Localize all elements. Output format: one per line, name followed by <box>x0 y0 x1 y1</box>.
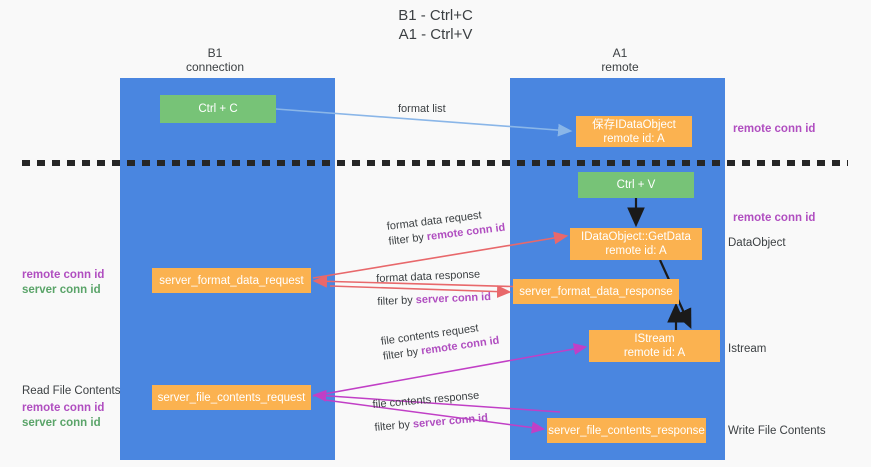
node-idataobject-getdata-line1: IDataObject::GetData <box>581 231 691 243</box>
label-server-conn-id-left2: server conn id <box>22 417 101 429</box>
node-ctrl-c[interactable]: Ctrl + C <box>160 95 276 123</box>
node-istream[interactable]: IStream remote id: A <box>589 330 720 362</box>
node-ctrl-v[interactable]: Ctrl + V <box>578 172 694 198</box>
column-header-b1: B1 connection <box>145 46 285 74</box>
node-ctrl-v-label: Ctrl + V <box>616 179 656 191</box>
label-conn-ids-file: remote conn id server conn id <box>22 401 118 431</box>
column-header-b1-role: connection <box>185 60 245 74</box>
label-dataobject: DataObject <box>728 237 786 249</box>
phase-divider <box>22 160 848 166</box>
label-read-file-contents: Read File Contents <box>22 385 121 397</box>
node-server-file-contents-response[interactable]: server_file_contents_response <box>547 418 706 443</box>
filter-prefix: filter by <box>387 231 428 248</box>
filter-prefix: filter by <box>374 418 414 434</box>
edge-label-format-data-response: format data response filter by server co… <box>376 267 491 310</box>
node-save-idataobject-line2: remote id: A <box>603 132 665 145</box>
node-istream-line2: remote id: A <box>623 347 686 359</box>
node-server-format-data-response-label: server_format_data_response <box>519 285 673 298</box>
label-conn-ids-format: remote conn id server conn id <box>22 268 118 298</box>
filter-prefix: filter by <box>382 345 423 363</box>
column-header-b1-name: B1 <box>207 46 223 60</box>
column-header-a1-role: remote <box>601 60 639 74</box>
edge-label-file-contents-response: file contents response filter by server … <box>372 388 489 436</box>
node-server-format-data-response[interactable]: server_format_data_response <box>513 279 679 304</box>
diagram-title: B1 - Ctrl+C A1 - Ctrl+V <box>0 6 871 44</box>
node-save-idataobject-line1: 保存IDataObject <box>592 118 676 131</box>
label-remote-conn-id-left: remote conn id <box>22 269 105 281</box>
node-server-file-contents-request-label: server_file_contents_request <box>157 391 306 404</box>
column-header-a1-name: A1 <box>612 46 628 60</box>
title-line-2: A1 - Ctrl+V <box>398 26 473 43</box>
node-server-file-contents-request[interactable]: server_file_contents_request <box>152 385 311 410</box>
title-line-1: B1 - Ctrl+C <box>398 7 473 24</box>
label-remote-conn-id-mid: remote conn id <box>733 212 816 224</box>
node-save-idataobject[interactable]: 保存IDataObject remote id: A <box>576 116 692 147</box>
label-remote-conn-id-left2: remote conn id <box>22 402 105 414</box>
node-idataobject-getdata-line2: remote id: A <box>605 245 667 257</box>
node-server-format-data-request[interactable]: server_format_data_request <box>152 268 311 293</box>
edge-label-format-list: format list <box>398 103 446 115</box>
node-idataobject-getdata[interactable]: IDataObject::GetData remote id: A <box>570 228 702 260</box>
node-istream-line1: IStream <box>634 333 675 345</box>
node-server-file-contents-response-label: server_file_contents_response <box>548 424 705 437</box>
filter-prefix: filter by <box>377 294 417 308</box>
edge-label-format-data-request: format data request filter by remote con… <box>386 206 506 250</box>
filter-key-server-conn-id: server conn id <box>415 291 492 307</box>
column-header-a1: A1 remote <box>550 46 690 74</box>
label-remote-conn-id-top: remote conn id <box>733 123 816 135</box>
edge-label-file-contents-request: file contents request filter by remote c… <box>380 319 500 365</box>
label-istream: Istream <box>728 343 767 355</box>
node-ctrl-c-label: Ctrl + C <box>198 103 238 115</box>
label-write-file-contents: Write File Contents <box>728 425 826 437</box>
node-server-format-data-request-label: server_format_data_request <box>159 274 304 287</box>
label-server-conn-id-left: server conn id <box>22 284 101 296</box>
